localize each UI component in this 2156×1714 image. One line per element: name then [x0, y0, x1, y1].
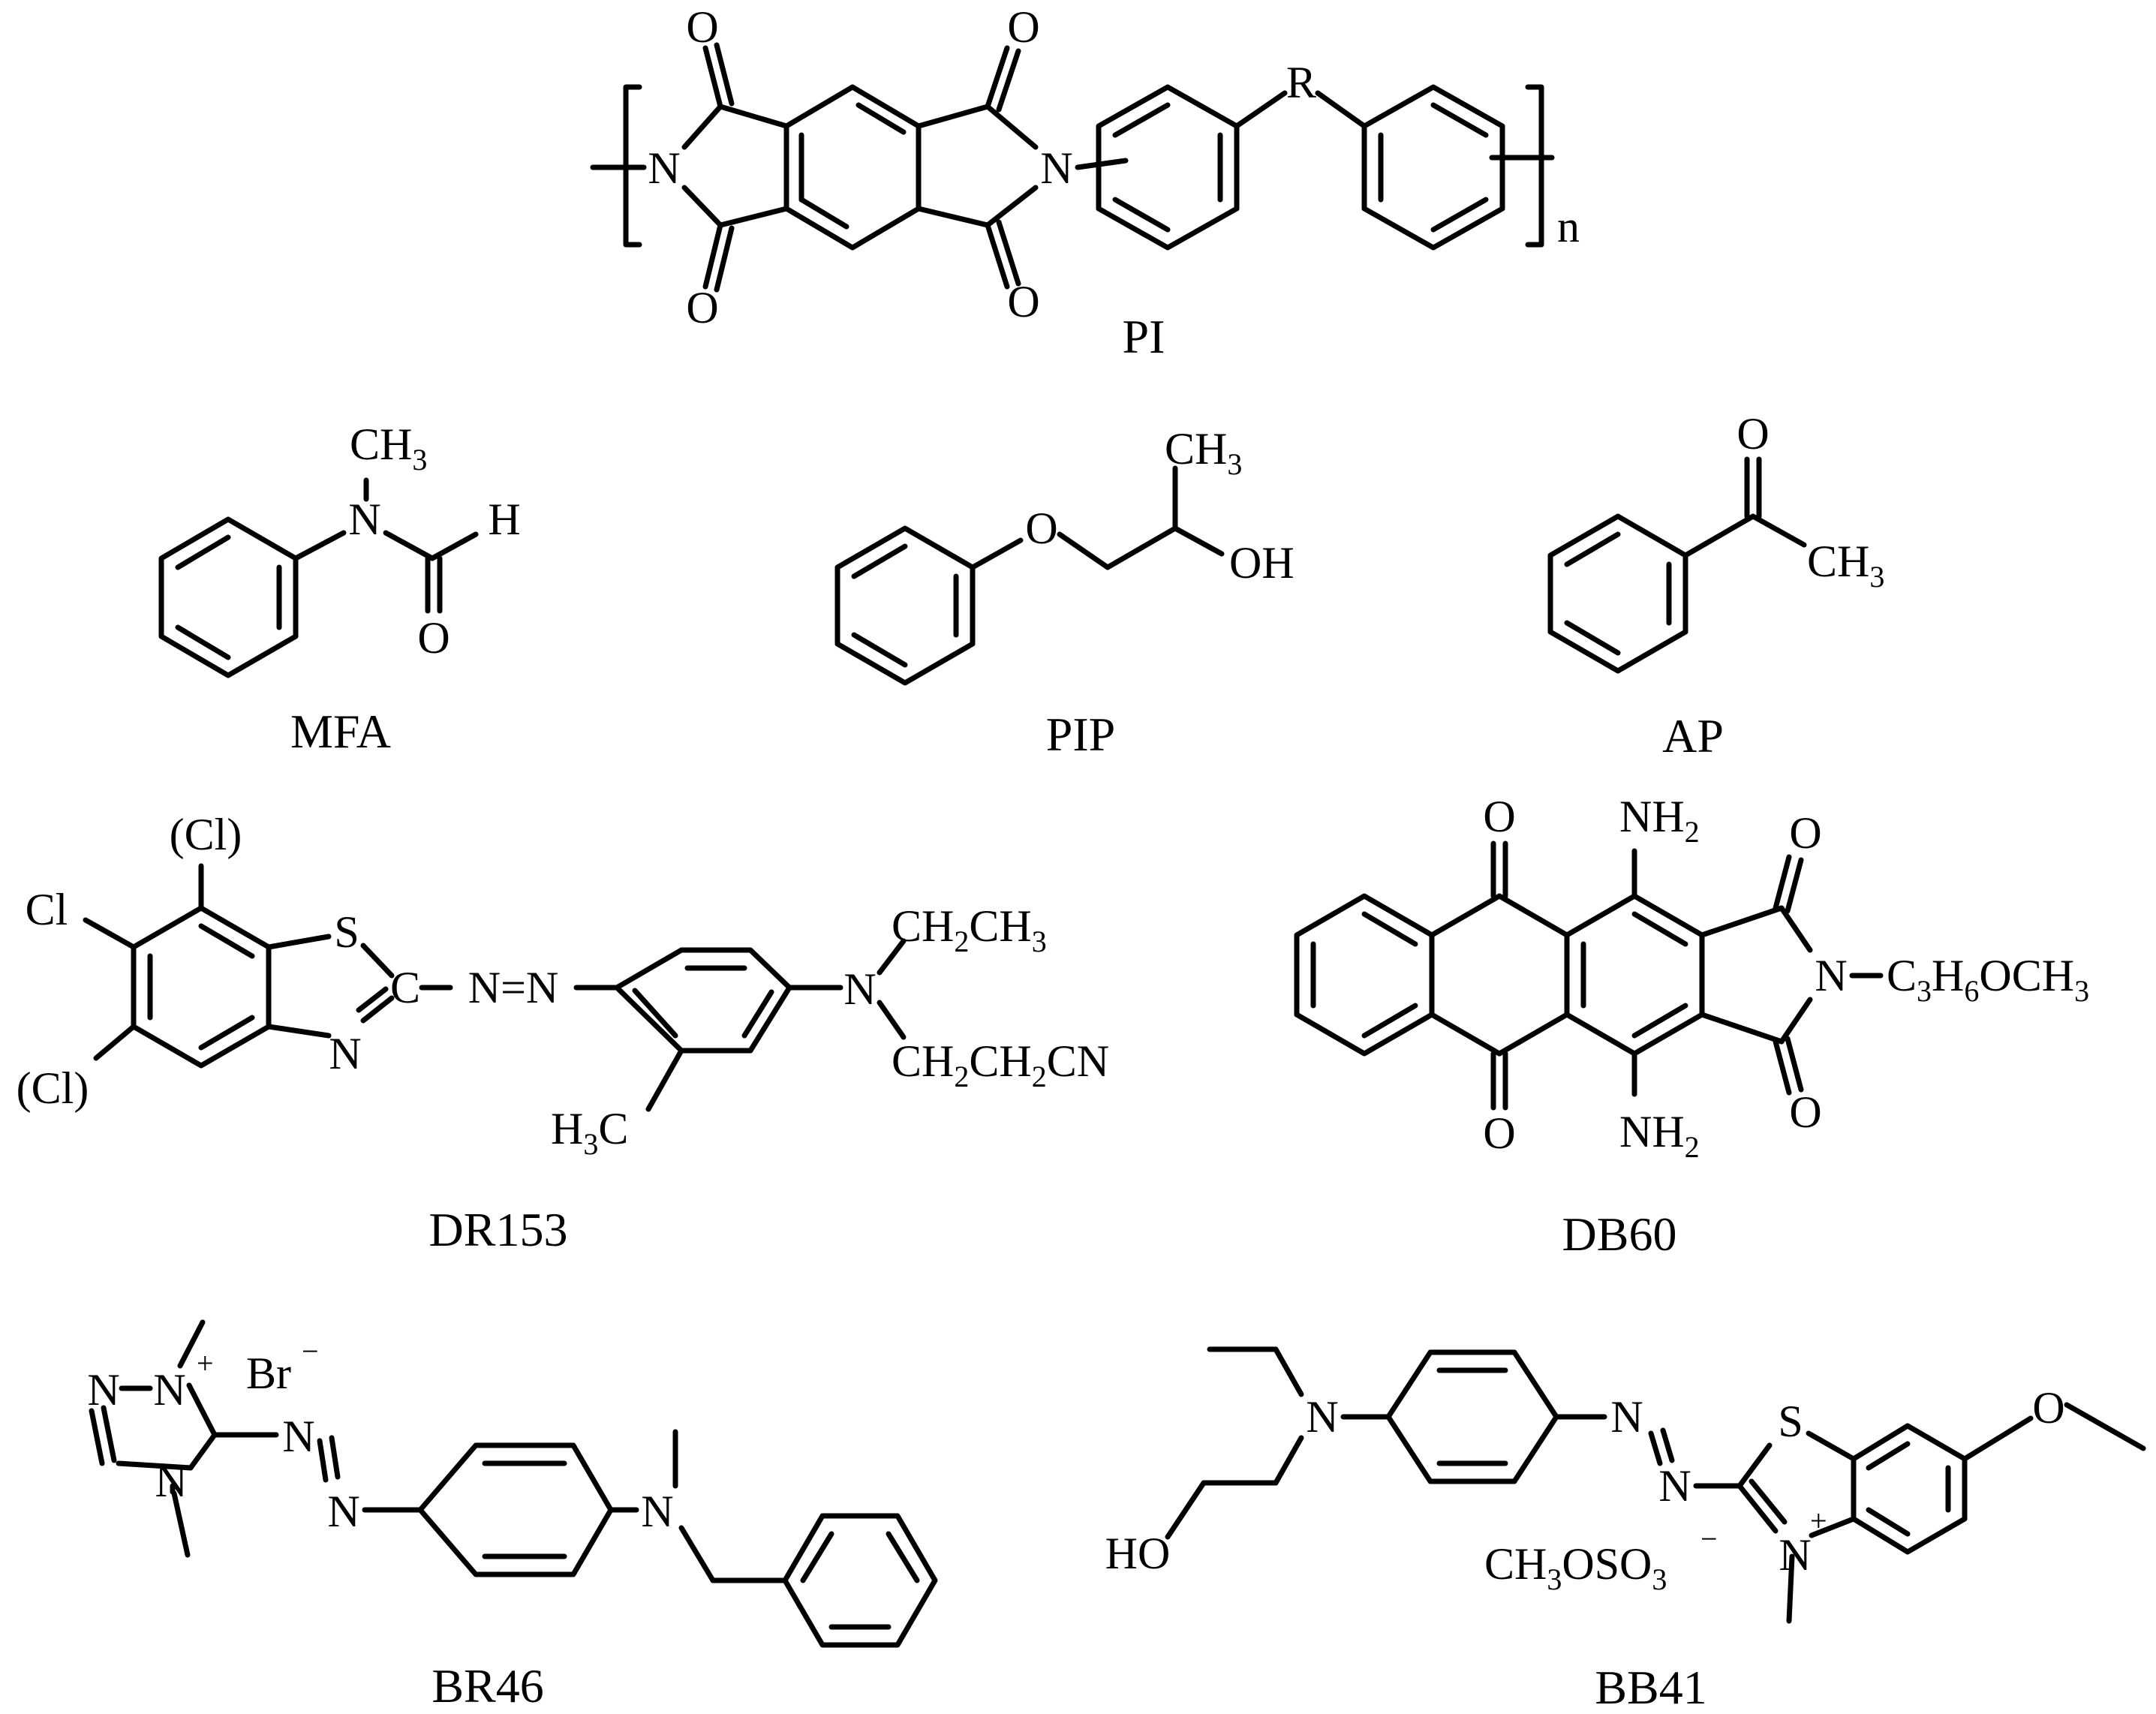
compound-br46: N N + Br − N N N N BR46 — [87, 1319, 938, 1712]
pip-atom-oh: OH — [1229, 538, 1295, 588]
dr153-atom-n-ring: N — [329, 1029, 361, 1078]
br46-atom-n-amine: N — [641, 1487, 673, 1536]
bb41-atom-n-azo-top: N — [1610, 1392, 1643, 1442]
ap-atom-ch3: CH3 — [1807, 537, 1884, 594]
pip-label: PIP — [1046, 708, 1116, 761]
db60-atom-o-imide-bottom: O — [1789, 1087, 1821, 1137]
db60-atom-nh2-top: NH2 — [1619, 792, 1700, 849]
dr153-atom-s: S — [334, 907, 359, 957]
db60-atom-nh2-bottom: NH2 — [1619, 1107, 1700, 1164]
bb41-atom-ho: HO — [1105, 1529, 1171, 1578]
dr153-atom-n-amine: N — [843, 964, 876, 1014]
pi-atom-n1: N — [648, 143, 680, 193]
pi-label: PI — [1123, 310, 1165, 363]
dr153-atom-cl-top: (Cl) — [170, 810, 242, 859]
bb41-charge-plus: + — [1810, 1504, 1827, 1538]
db60-atom-o-imide-top: O — [1789, 808, 1821, 858]
pi-atom-o4: O — [1007, 277, 1039, 326]
mfa-atom-o: O — [417, 613, 450, 663]
dr153-label: DR153 — [429, 1203, 568, 1256]
br46-label: BR46 — [432, 1659, 543, 1712]
dr153-atom-h3c: H3C — [551, 1104, 628, 1161]
dr153-atom-c: C — [390, 963, 420, 1012]
dr153-atom-cl-left: Cl — [26, 885, 68, 934]
br46-atom-n-azo-bottom: N — [327, 1487, 359, 1536]
ap-label: AP — [1662, 709, 1724, 762]
pi-atom-r: R — [1286, 58, 1316, 107]
br46-atom-br: Br — [246, 1349, 291, 1398]
compound-ap: O CH3 AP — [1547, 409, 1884, 762]
br46-atom-n-plus: N — [153, 1365, 185, 1415]
br46-charge-plus: + — [197, 1346, 214, 1380]
compound-pip: O CH3 OH PIP — [834, 424, 1295, 761]
mfa-atom-h: H — [488, 495, 520, 544]
bb41-label: BB41 — [1595, 1661, 1706, 1714]
mfa-atom-n: N — [348, 495, 380, 544]
pi-atom-o3: O — [686, 283, 718, 332]
compound-db60: O O NH2 NH2 O O N C3H6OCH3 DB60 — [1294, 792, 2089, 1261]
pi-atom-o2: O — [1007, 2, 1039, 52]
db60-atom-n: N — [1815, 951, 1847, 1000]
br46-atom-n-azo-top: N — [282, 1412, 314, 1461]
ap-atom-o: O — [1737, 409, 1769, 459]
db60-methoxypropyl-group: C3H6OCH3 — [1887, 951, 2089, 1008]
db60-label: DB60 — [1562, 1207, 1677, 1261]
pi-atom-o1: O — [686, 2, 718, 52]
db60-atom-o-top: O — [1483, 792, 1515, 841]
dr153-ethyl-group: CH2CH3 — [892, 901, 1047, 958]
bb41-atom-n-plus: N — [1779, 1530, 1811, 1580]
bb41-atom-s: S — [1778, 1397, 1803, 1446]
compound-bb41: N HO N N S O N + CH3OSO3 − BB41 — [1105, 1346, 2146, 1714]
dr153-atom-azo: N=N — [468, 963, 559, 1012]
compound-mfa: CH3 N H O MFA — [158, 419, 521, 758]
bb41-charge-minus: − — [1700, 1522, 1718, 1556]
br46-atom-n-left: N — [87, 1365, 119, 1415]
mfa-atom-ch3: CH3 — [350, 419, 427, 477]
br46-atom-n-ring-bottom: N — [155, 1457, 187, 1506]
bb41-atom-n-amine: N — [1306, 1392, 1338, 1442]
mfa-label: MFA — [290, 705, 391, 758]
compound-pi: N N O O O O R n PI — [590, 2, 1580, 363]
dr153-cyanoethyl-group: CH2CH2CN — [892, 1036, 1109, 1093]
bb41-atom-o-methoxy: O — [2032, 1383, 2064, 1433]
pi-atom-n2: N — [1040, 143, 1072, 193]
br46-charge-minus: − — [302, 1334, 319, 1368]
dr153-atom-cl-bottom: (Cl) — [17, 1063, 89, 1113]
bb41-anion: CH3OSO3 — [1484, 1539, 1667, 1596]
pip-atom-ch3: CH3 — [1165, 424, 1242, 481]
compound-dr153: (Cl) Cl (Cl) S N C N=N H3C N CH2CH3 CH2C… — [17, 810, 1109, 1256]
db60-atom-o-bottom: O — [1483, 1108, 1515, 1158]
pi-repeat-n: n — [1557, 202, 1580, 251]
pip-atom-o: O — [1025, 504, 1057, 553]
bb41-atom-n-azo-bottom: N — [1658, 1461, 1691, 1511]
